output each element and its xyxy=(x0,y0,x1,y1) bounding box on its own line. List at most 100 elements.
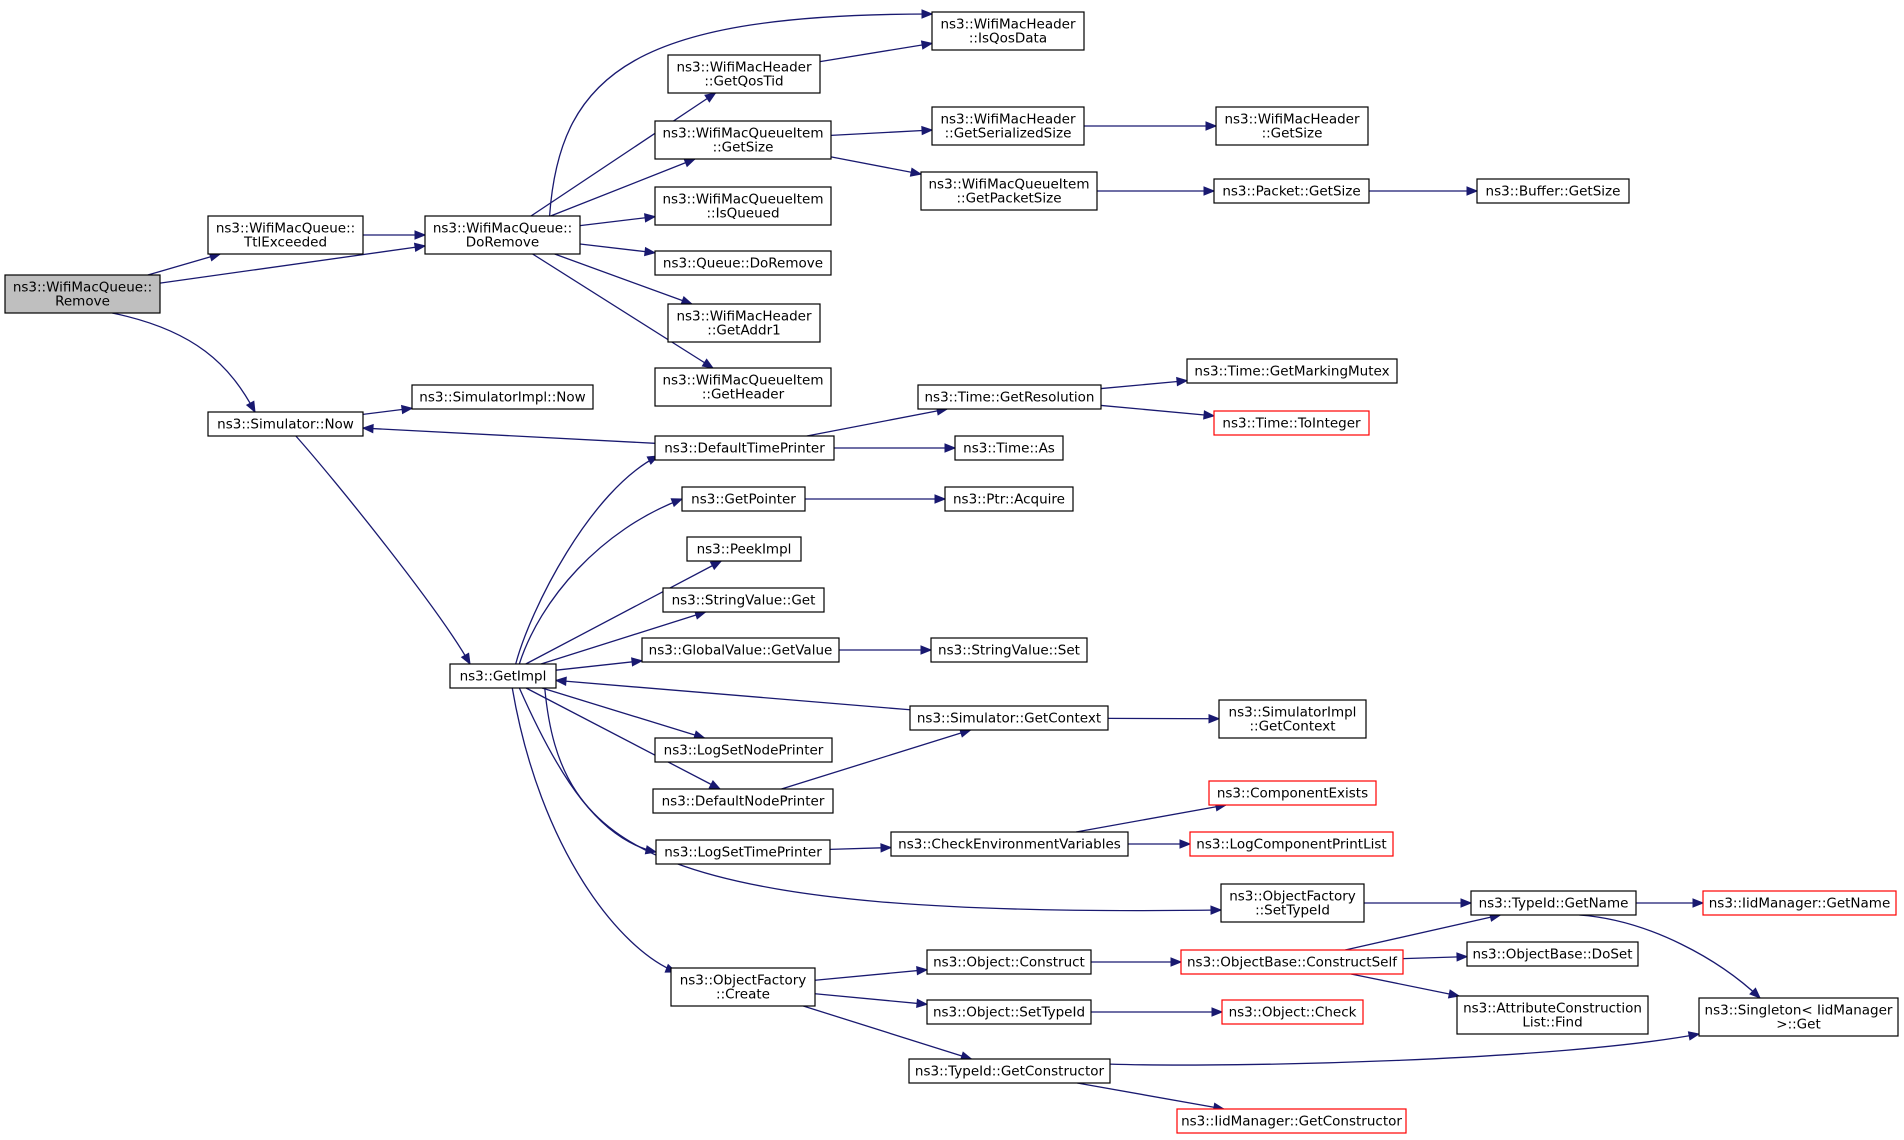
node-obj_construct[interactable]: ns3::Object::Construct xyxy=(926,949,1092,975)
arrowhead-deftimeprinter-to-simnow xyxy=(361,423,374,434)
node-singleton_get[interactable]: ns3::Singleton< IidManager>::Get xyxy=(1698,997,1899,1037)
node-sim_getcontext[interactable]: ns3::Simulator::GetContext xyxy=(909,705,1109,731)
node-of_create[interactable]: ns3::ObjectFactory::Create xyxy=(670,967,816,1007)
node-box xyxy=(641,637,840,663)
node-logcomplist[interactable]: ns3::LogComponentPrintList xyxy=(1189,831,1394,857)
node-deftimeprinter[interactable]: ns3::DefaultTimePrinter xyxy=(654,435,835,461)
arrowhead-doremove-to-isqueued xyxy=(644,213,657,223)
arrowhead-gv_getvalue-to-sv_set xyxy=(920,645,933,655)
node-box xyxy=(654,120,832,160)
node-label: ns3::Ptr::Acquire xyxy=(953,492,1065,508)
arrowhead-deftimeprinter-to-time_as xyxy=(944,443,957,453)
node-ttl[interactable]: ns3::WifiMacQueue::TtlExceeded xyxy=(207,215,364,255)
node-label: ns3::ObjectBase::ConstructSelf xyxy=(1187,955,1398,971)
node-getpacketsize[interactable]: ns3::WifiMacQueueItem::GetPacketSize xyxy=(920,171,1098,211)
node-buffer_getsize[interactable]: ns3::Buffer::GetSize xyxy=(1476,178,1630,204)
edge-getimpl-to-defnodeprinter xyxy=(525,687,721,790)
node-label: ns3::Object::SetTypeId xyxy=(933,1005,1085,1021)
node-box xyxy=(931,11,1085,51)
node-getresolution[interactable]: ns3::Time::GetResolution xyxy=(917,384,1102,410)
edge-of_create-to-typeid_getctor xyxy=(803,1005,972,1060)
node-ptr_acquire[interactable]: ns3::Ptr::Acquire xyxy=(944,486,1074,512)
node-sv_set[interactable]: ns3::StringValue::Set xyxy=(930,637,1088,663)
node-isqueued[interactable]: ns3::WifiMacQueueItem::IsQueued xyxy=(654,186,832,226)
node-box xyxy=(1476,178,1630,204)
arrowhead-getimpl-to-gv_getvalue xyxy=(631,657,644,667)
node-checkenv[interactable]: ns3::CheckEnvironmentVariables xyxy=(890,831,1129,857)
nodes-layer: ns3::WifiMacQueue::Removens3::WifiMacQue… xyxy=(4,11,1899,1134)
node-peekimpl[interactable]: ns3::PeekImpl xyxy=(686,536,802,562)
node-box xyxy=(920,171,1098,211)
node-queue_doremove[interactable]: ns3::Queue::DoRemove xyxy=(654,250,832,276)
node-getqostid[interactable]: ns3::WifiMacHeader::GetQosTid xyxy=(667,54,821,94)
arrowhead-getqostid-to-isqos xyxy=(920,40,934,50)
node-logsetnodeprinter[interactable]: ns3::LogSetNodePrinter xyxy=(654,737,833,763)
node-box xyxy=(449,663,557,689)
node-packet_getsize[interactable]: ns3::Packet::GetSize xyxy=(1213,178,1370,204)
node-defnodeprinter[interactable]: ns3::DefaultNodePrinter xyxy=(652,788,834,814)
node-getmarkingmutex[interactable]: ns3::Time::GetMarkingMutex xyxy=(1186,358,1398,384)
node-simimpl_getcontext[interactable]: ns3::SimulatorImpl::GetContext xyxy=(1218,699,1367,739)
node-logsettimeprinter[interactable]: ns3::LogSetTimePrinter xyxy=(655,839,831,865)
edge-qi_getsize-to-getpacketsize xyxy=(830,156,922,175)
node-obj_check[interactable]: ns3::Object::Check xyxy=(1221,999,1364,1025)
node-label: ns3::Time::ToInteger xyxy=(1222,416,1361,432)
node-box xyxy=(1176,1108,1407,1134)
node-box xyxy=(1456,995,1649,1035)
node-componentexists[interactable]: ns3::ComponentExists xyxy=(1208,780,1377,806)
node-remove[interactable]: ns3::WifiMacQueue::Remove xyxy=(4,274,161,314)
edge-checkenv-to-componentexists xyxy=(1075,804,1227,833)
arrowhead-getpointer-to-ptr_acquire xyxy=(934,494,947,504)
node-typeid_getctor[interactable]: ns3::TypeId::GetConstructor xyxy=(908,1058,1111,1084)
node-box xyxy=(670,967,816,1007)
node-tointeger[interactable]: ns3::Time::ToInteger xyxy=(1213,410,1370,436)
node-box xyxy=(411,384,594,410)
node-box xyxy=(931,106,1085,146)
node-obj_settypeid[interactable]: ns3::Object::SetTypeId xyxy=(926,999,1092,1025)
node-label: ns3::GetImpl xyxy=(460,669,547,685)
node-iid_getname[interactable]: ns3::IidManager::GetName xyxy=(1702,890,1897,916)
node-gv_getvalue[interactable]: ns3::GlobalValue::GetValue xyxy=(641,637,840,663)
node-label: ns3::Simulator::GetContext xyxy=(917,711,1101,727)
arrowhead-simnow-to-getimpl xyxy=(460,652,471,666)
node-getheader[interactable]: ns3::WifiMacQueueItem::GetHeader xyxy=(654,367,832,407)
node-typeid_getname[interactable]: ns3::TypeId::GetName xyxy=(1470,890,1637,916)
node-sv_get[interactable]: ns3::StringValue::Get xyxy=(662,587,825,613)
edge-getimpl-to-deftimeprinter xyxy=(515,455,659,665)
node-of_settypeid[interactable]: ns3::ObjectFactory::SetTypeId xyxy=(1220,883,1365,923)
node-getimpl[interactable]: ns3::GetImpl xyxy=(449,663,557,689)
node-isqos[interactable]: ns3::WifiMacHeader::IsQosData xyxy=(931,11,1085,51)
node-label: ns3::IidManager::GetConstructor xyxy=(1181,1114,1402,1130)
node-doset[interactable]: ns3::ObjectBase::DoSet xyxy=(1466,941,1639,967)
edge-constructself-to-typeid_getname xyxy=(1345,914,1501,951)
node-getaddr1[interactable]: ns3::WifiMacHeader::GetAddr1 xyxy=(667,303,821,343)
node-box xyxy=(1470,890,1637,916)
node-constructself[interactable]: ns3::ObjectBase::ConstructSelf xyxy=(1180,949,1404,975)
node-label: ns3::WifiMacHeader xyxy=(940,17,1076,33)
node-qi_getsize[interactable]: ns3::WifiMacQueueItem::GetSize xyxy=(654,120,832,160)
node-box xyxy=(654,737,833,763)
node-doremove[interactable]: ns3::WifiMacQueue::DoRemove xyxy=(424,215,581,255)
arrowhead-constructself-to-doset xyxy=(1456,952,1469,962)
node-simnow[interactable]: ns3::Simulator::Now xyxy=(207,411,364,437)
node-getpointer[interactable]: ns3::GetPointer xyxy=(681,486,806,512)
node-label: ::GetPacketSize xyxy=(956,191,1061,207)
node-time_as[interactable]: ns3::Time::As xyxy=(954,435,1064,461)
node-label: ns3::LogSetNodePrinter xyxy=(664,743,824,759)
edge-doremove-to-getheader xyxy=(532,253,714,369)
node-hdr_getsize[interactable]: ns3::WifiMacHeader::GetSize xyxy=(1215,106,1369,146)
node-getserialized[interactable]: ns3::WifiMacHeader::GetSerializedSize xyxy=(931,106,1085,146)
arrowhead-logsettimeprinter-to-checkenv xyxy=(880,843,893,853)
arrowhead-simnow-to-simimpl_now xyxy=(400,404,414,415)
node-simimpl_now[interactable]: ns3::SimulatorImpl::Now xyxy=(411,384,594,410)
arrowhead-typeid_getctor-to-singleton_get xyxy=(1687,1031,1701,1041)
node-box xyxy=(654,250,832,276)
node-label: ns3::WifiMacHeader xyxy=(676,60,812,76)
node-box xyxy=(1186,358,1398,384)
node-box xyxy=(926,949,1092,975)
node-box xyxy=(1702,890,1897,916)
node-iid_getctor[interactable]: ns3::IidManager::GetConstructor xyxy=(1176,1108,1407,1134)
node-label: DoRemove xyxy=(466,235,539,251)
arrowhead-qi_getsize-to-getpacketsize xyxy=(909,167,923,177)
